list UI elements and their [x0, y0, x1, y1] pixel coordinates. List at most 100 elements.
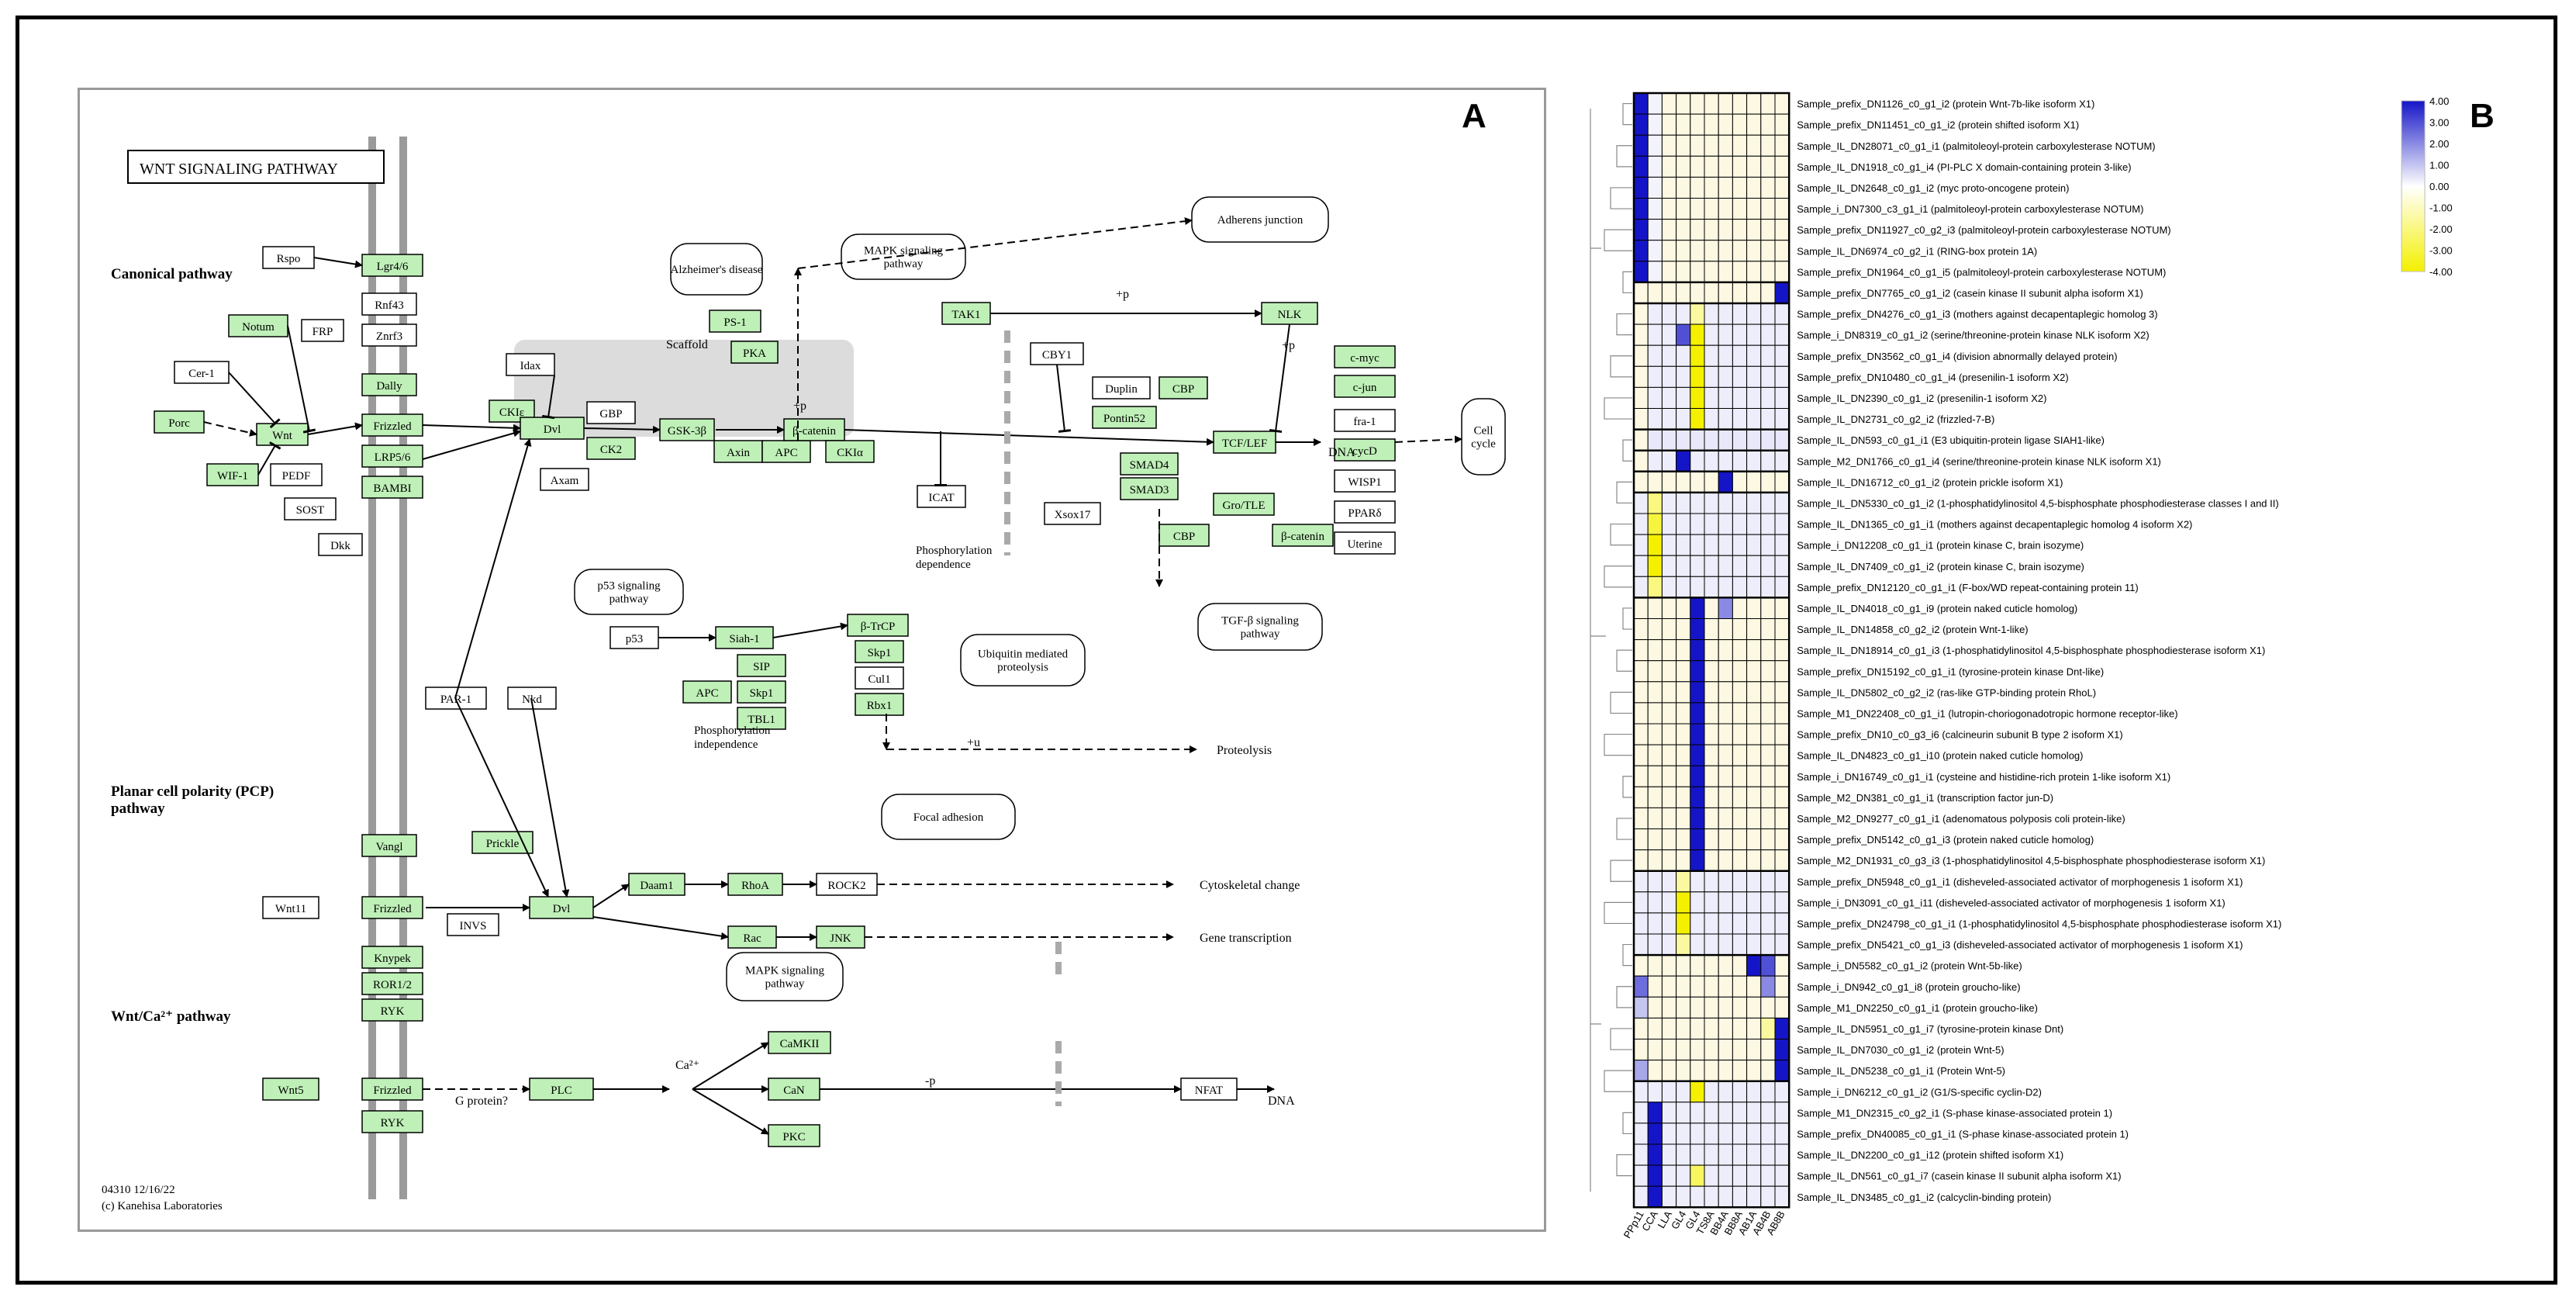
gene-node-frp[interactable]: FRP [301, 319, 344, 342]
heatmap-cell [1690, 618, 1705, 641]
gene-node-siah1[interactable]: Siah-1 [715, 626, 774, 649]
gene-node-cer1[interactable]: Cer-1 [174, 361, 230, 384]
gene-node-frizzled1[interactable]: Frizzled [361, 413, 423, 437]
gene-node-cbp1[interactable]: CBP [1159, 376, 1208, 400]
gene-node-pka[interactable]: PKA [730, 341, 779, 364]
gene-node-prickle[interactable]: Prickle [471, 831, 534, 854]
gene-node-lrp[interactable]: LRP5/6 [361, 444, 423, 468]
gene-node-notum[interactable]: Notum [228, 314, 288, 337]
gene-node-tbl1[interactable]: TBL1 [737, 707, 786, 730]
gene-node-knypek[interactable]: Knypek [361, 946, 423, 969]
gene-node-dvl1[interactable]: Dvl [520, 417, 585, 440]
gene-node-rac[interactable]: Rac [727, 925, 777, 949]
gene-node-wnt5[interactable]: Wnt5 [262, 1077, 319, 1101]
gene-node-nlk[interactable]: NLK [1261, 302, 1318, 325]
gene-node-rock2[interactable]: ROCK2 [816, 873, 878, 896]
gene-node-gbp[interactable]: GBP [586, 401, 636, 424]
gene-node-sost[interactable]: SOST [284, 497, 337, 521]
gene-node-gro[interactable]: Gro/TLE [1213, 493, 1275, 516]
gene-node-daam1[interactable]: Daam1 [628, 873, 685, 896]
gene-node-cbp2[interactable]: CBP [1159, 524, 1210, 547]
gene-node-duplin[interactable]: Duplin [1092, 376, 1151, 400]
gene-node-bcat1[interactable]: β-catenin [783, 418, 845, 441]
gene-node-tcf[interactable]: TCF/LEF [1213, 431, 1276, 454]
gene-node-axin[interactable]: Axin [713, 440, 763, 463]
gene-node-jnk[interactable]: JNK [816, 925, 865, 949]
gene-node-wisp1[interactable]: WISP1 [1334, 469, 1396, 493]
gene-node-pedf[interactable]: PEDF [270, 463, 323, 486]
gene-node-cjun[interactable]: c-jun [1334, 375, 1396, 398]
gene-node-skp1b[interactable]: Skp1 [855, 640, 904, 663]
gene-node-label: PS-1 [723, 316, 746, 329]
gene-node-fra1[interactable]: fra-1 [1334, 409, 1396, 432]
gene-node-lgr[interactable]: Lgr4/6 [361, 254, 423, 277]
gene-node-wif1[interactable]: WIF-1 [206, 463, 259, 486]
gene-node-porc[interactable]: Porc [154, 410, 205, 434]
gene-node-pontin[interactable]: Pontin52 [1092, 406, 1157, 429]
gene-node-tak1[interactable]: TAK1 [941, 302, 991, 325]
gene-node-rbx1[interactable]: Rbx1 [855, 693, 904, 716]
gene-node-pkc[interactable]: PKC [768, 1124, 820, 1147]
gene-node-wnt[interactable]: Wnt [256, 423, 309, 446]
gene-node-dkk[interactable]: Dkk [318, 533, 363, 556]
gene-node-frizzled3[interactable]: Frizzled [361, 1077, 423, 1101]
gene-node-nfat[interactable]: NFAT [1180, 1077, 1238, 1101]
gene-node-mmp7[interactable]: Uterine [1334, 531, 1396, 555]
gene-node-camkii[interactable]: CaMKII [768, 1031, 831, 1054]
gene-node-rnf43[interactable]: Rnf43 [361, 292, 417, 316]
pathway-link-focal[interactable]: Focal adhesion [881, 794, 1016, 840]
gene-node-wnt11[interactable]: Wnt11 [262, 896, 319, 919]
gene-node-btrcp[interactable]: β-TrCP [847, 614, 909, 637]
legend-tick-label: -2.00 [2429, 223, 2453, 235]
gene-node-cn[interactable]: CaN [768, 1077, 820, 1101]
gene-node-dally[interactable]: Dally [361, 373, 417, 396]
pathway-link-adherens[interactable]: Adherens junction [1191, 196, 1329, 243]
gene-node-cby1[interactable]: CBY1 [1030, 342, 1084, 365]
gene-node-ryk2[interactable]: RYK [361, 1110, 423, 1133]
gene-node-smad4[interactable]: SMAD4 [1120, 452, 1179, 476]
gene-node-icat[interactable]: ICAT [917, 485, 966, 508]
gene-node-idax[interactable]: Idax [506, 353, 555, 376]
gene-node-p53[interactable]: p53 [609, 626, 659, 649]
gene-node-bambi[interactable]: BAMBI [361, 476, 423, 499]
gene-node-ck2[interactable]: CK2 [586, 437, 636, 460]
gene-node-apc2[interactable]: APC [682, 680, 732, 704]
gene-node-plc[interactable]: PLC [529, 1077, 594, 1101]
gene-node-bcat2[interactable]: β-catenin [1272, 524, 1334, 547]
heatmap-cell [1774, 681, 1790, 704]
gene-node-axam[interactable]: Axam [540, 468, 589, 491]
heatmap-cell [1718, 219, 1733, 241]
heatmap-cell [1647, 198, 1663, 220]
gene-node-cmyc[interactable]: c-myc [1334, 345, 1396, 368]
gene-node-sip[interactable]: SIP [737, 654, 786, 677]
gene-node-ppard[interactable]: PPARδ [1334, 500, 1396, 524]
gene-node-ror[interactable]: ROR1/2 [361, 972, 423, 995]
gene-node-skp1[interactable]: Skp1 [737, 680, 786, 704]
gene-node-ryk1[interactable]: RYK [361, 998, 423, 1022]
gene-node-frizzled2[interactable]: Frizzled [361, 896, 423, 919]
pathway-link-alzheimers[interactable]: Alzheimer's disease [670, 243, 763, 296]
gene-node-ckia[interactable]: CKIα [825, 440, 875, 463]
gene-node-rhoa[interactable]: RhoA [727, 873, 783, 896]
row-label: Sample_i_DN8319_c0_g1_i2 (serine/threoni… [1797, 330, 2150, 341]
gene-node-smad3[interactable]: SMAD3 [1120, 477, 1179, 500]
gene-node-gsk3b[interactable]: GSK-3β [659, 418, 715, 441]
gene-node-znrf3[interactable]: Znrf3 [361, 323, 417, 347]
heatmap-cell [1760, 933, 1776, 956]
row-label: Sample_IL_DN3485_c0_g1_i2 (calcyclin-bin… [1797, 1192, 2051, 1203]
gene-node-apc[interactable]: APC [761, 440, 811, 463]
gene-node-cul1[interactable]: Cul1 [855, 666, 904, 690]
gene-node-dvl2[interactable]: Dvl [529, 896, 594, 919]
gene-node-cycd[interactable]: cycD [1334, 438, 1396, 462]
gene-node-ps1[interactable]: PS-1 [709, 310, 761, 333]
gene-node-vangl[interactable]: Vangl [361, 834, 417, 857]
gene-node-invs[interactable]: INVS [447, 913, 499, 936]
gene-node-rspo[interactable]: Rspo [262, 246, 315, 269]
gene-node-xsox17[interactable]: Xsox17 [1044, 502, 1101, 525]
